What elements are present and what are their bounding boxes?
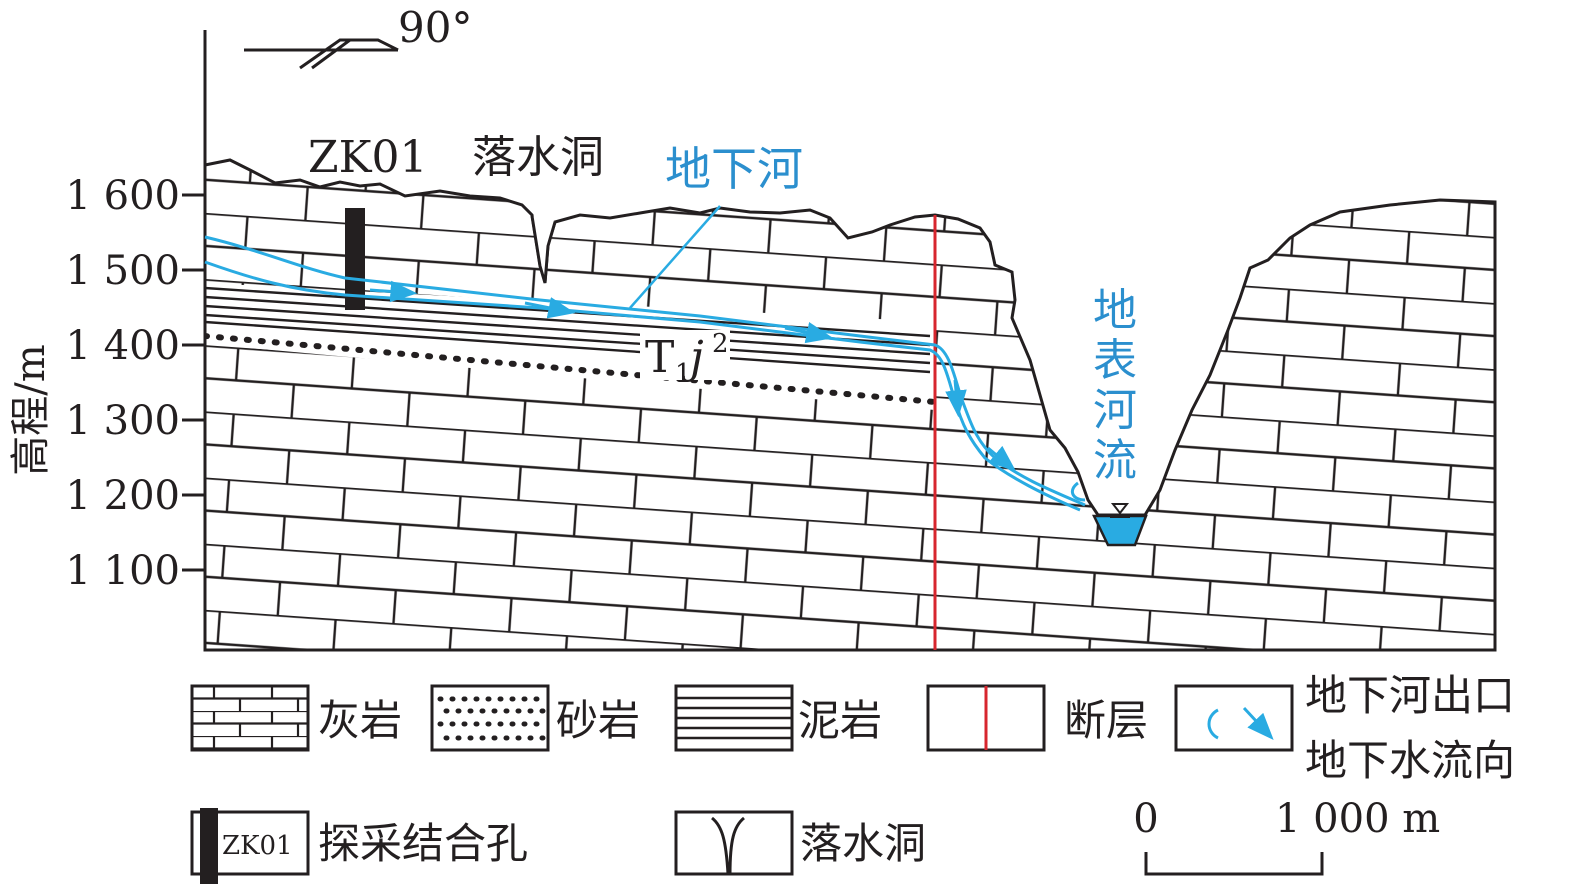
legend-borehole-box-label: ZK01 (222, 831, 293, 861)
legend-sinkhole-swatch (674, 810, 794, 876)
svg-text:2: 2 (712, 329, 729, 359)
scale-start-label: 0 (1133, 796, 1158, 842)
tick-label-1500: 1 500 (65, 248, 180, 294)
svg-text:流: 流 (1093, 435, 1137, 486)
borehole-zk01 (345, 208, 365, 310)
sinkhole-icon (710, 816, 746, 875)
legend-sinkhole-label: 落水洞 (800, 819, 926, 868)
y-ticks (182, 193, 205, 572)
underground-river-label: 地下河 (665, 142, 803, 196)
legend-sandstone-label: 砂岩 (556, 696, 640, 745)
tick-label-1100: 1 100 (65, 548, 180, 594)
outlet-icon (1207, 708, 1219, 740)
flow-arrow-icon (1242, 706, 1274, 740)
legend-borehole-label: 探采结合孔 (318, 819, 528, 868)
strike-dip-symbol (244, 38, 399, 70)
svg-text:地: 地 (1093, 285, 1137, 336)
tick-label-1300: 1 300 (65, 398, 180, 444)
underground-river (204, 235, 1086, 512)
sinkhole-shaft (530, 215, 557, 284)
legend-limestone-swatch (190, 684, 310, 752)
legend-limestone-label: 灰岩 (318, 696, 402, 745)
tick-label-1200: 1 200 (65, 473, 180, 519)
dip-angle-label: 90° (398, 3, 472, 52)
tick-label-1400: 1 400 (65, 323, 180, 369)
sandstone-layer (205, 326, 935, 410)
scale-end-label: 1 000 m (1275, 796, 1440, 842)
borehole-label: ZK01 (308, 132, 427, 183)
surface-river-label: 地 表 河 流 (1093, 285, 1137, 486)
sinkhole-label: 落水洞 (472, 132, 604, 183)
limestone-body (203, 158, 1497, 652)
legend-flow-label: 地下水流向 (1305, 736, 1515, 785)
underground-river-leader (629, 205, 721, 309)
legend-fault-label: 断层 (1064, 696, 1148, 745)
svg-text:表: 表 (1093, 335, 1137, 386)
legend: 灰岩 砂岩 泥岩 断层 地下河出口 地下水流向 (190, 671, 1515, 884)
scale-bar (1144, 852, 1324, 876)
legend-mudstone-label: 泥岩 (798, 696, 882, 745)
water-level-symbol (1110, 503, 1130, 515)
tick-label-1600: 1 600 (65, 173, 180, 219)
y-axis-title: 高程/m (8, 344, 54, 475)
svg-text:T: T (645, 332, 674, 383)
formation-label-bg (640, 330, 730, 380)
svg-text:河: 河 (1093, 385, 1137, 436)
legend-borehole-bar (200, 808, 218, 884)
legend-outlet-label: 地下河出口 (1305, 671, 1515, 720)
svg-text:1: 1 (675, 359, 692, 389)
mudstone-layer (205, 283, 935, 392)
y-tick-labels: 1 600 1 500 1 400 1 300 1 200 1 100 (65, 173, 180, 594)
legend-outlet-flow-swatch (1174, 684, 1294, 752)
